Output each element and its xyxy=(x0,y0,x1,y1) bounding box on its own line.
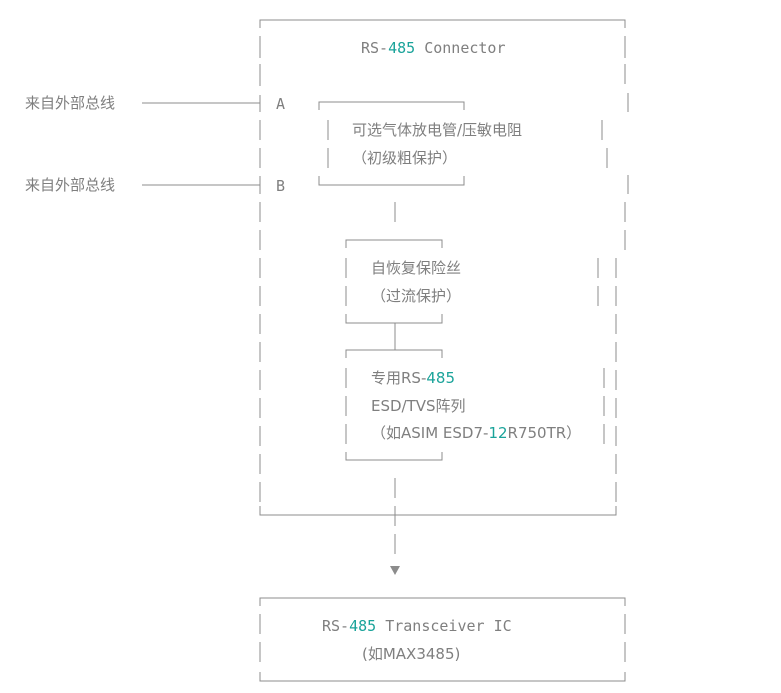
transceiver-title: RS-485 Transceiver IC xyxy=(322,617,512,635)
transceiver-box-bottom xyxy=(259,672,626,682)
gdt-box-top xyxy=(318,101,465,110)
transceiver-box-top xyxy=(259,597,626,606)
connector-box-bottom xyxy=(259,506,617,516)
esd-line3: （如ASIM ESD7-12R750TR） xyxy=(371,424,581,442)
esd-line3-num: 12 xyxy=(488,424,508,442)
esd-line1-pre: 专用RS- xyxy=(371,369,427,387)
transceiver-title-num: 485 xyxy=(349,617,377,635)
esd-box-top xyxy=(345,349,443,358)
fuse-line1: 自恢复保险丝 xyxy=(371,259,462,277)
bus-label-top: 来自外部总线 xyxy=(25,94,116,112)
connector-title-post: Connector xyxy=(415,39,506,57)
esd-line3-post: R750TR） xyxy=(507,424,582,442)
esd-line2: ESD/TVS阵列 xyxy=(371,397,466,415)
transceiver-title-pre: RS- xyxy=(322,617,350,635)
connector-title-pre: RS- xyxy=(361,39,389,57)
gdt-box-bottom xyxy=(318,176,465,186)
esd-line1: 专用RS-485 xyxy=(371,369,455,387)
fuse-box-top xyxy=(345,239,443,248)
bus-label-bottom: 来自外部总线 xyxy=(25,176,116,194)
pin-a-label: A xyxy=(276,95,286,113)
arrow-down-icon xyxy=(390,566,400,575)
connector-title-num: 485 xyxy=(388,39,416,57)
fuse-line2: （过流保护） xyxy=(371,287,462,305)
pin-b-label: B xyxy=(276,177,286,195)
transceiver-title-post: Transceiver IC xyxy=(376,617,512,635)
connector-box-top xyxy=(259,19,626,28)
fuse-box-bottom xyxy=(345,314,443,324)
gdt-line2: （初级粗保护） xyxy=(352,149,458,167)
esd-box-bottom xyxy=(345,452,443,461)
transceiver-line2: (如MAX3485) xyxy=(362,645,461,663)
esd-line3-pre: （如ASIM ESD7- xyxy=(371,424,489,442)
esd-line1-num: 485 xyxy=(426,369,455,387)
connector-title: RS-485 Connector xyxy=(361,39,506,57)
gdt-line1: 可选气体放电管/压敏电阻 xyxy=(352,121,523,139)
